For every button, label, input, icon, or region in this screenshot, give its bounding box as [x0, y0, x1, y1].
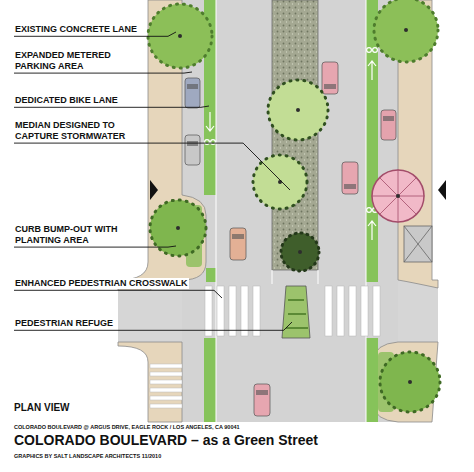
- tree-grate: [404, 226, 432, 262]
- crosswalk-stripe: [349, 286, 356, 336]
- road: [182, 0, 398, 422]
- callout-label: CURB BUMP-OUT WITH PLANTING AREA: [14, 224, 138, 246]
- left-sidewalk: [118, 342, 182, 422]
- trees: [148, 0, 440, 412]
- credit-note: GRAPHICS BY SALT LANDSCAPE ARCHITECTS 11…: [14, 453, 161, 460]
- crosswalk-stripe: [373, 286, 380, 336]
- callout-label: MEDIAN DESIGNED TO CAPTURE STORMWATER: [14, 120, 144, 142]
- cross-crosswalk: [150, 364, 182, 408]
- bike-lane: [366, 0, 378, 282]
- crosswalk-stripe: [253, 286, 260, 336]
- bike-lane: [206, 268, 216, 282]
- bike-markings: [205, 48, 378, 240]
- drawing-title: COLORADO BOULEVARD – as a Green Street: [14, 432, 318, 449]
- bike-lane: [366, 338, 378, 422]
- leader-line: [14, 246, 176, 247]
- section-markers: [150, 180, 446, 200]
- crosswalk-stripe: [241, 286, 248, 336]
- crosswalk-stripe: [361, 286, 368, 336]
- leader-line: [14, 143, 290, 190]
- leader-line: [14, 72, 192, 73]
- crosswalk-stripe: [325, 286, 332, 336]
- location-note: COLORADO BOULEVARD @ ARGUS DRIVE, EAGLE …: [14, 424, 240, 431]
- view-label: PLAN VIEW: [14, 402, 70, 414]
- bike-lane: [204, 338, 216, 422]
- crosswalk-stripe: [217, 286, 224, 336]
- callout-label: EXPANDED METERED PARKING AREA: [14, 50, 144, 72]
- callout-label: ENHANCED PEDESTRIAN CROSSWALK: [14, 278, 189, 289]
- callout-label: DEDICATED BIKE LANE: [14, 95, 119, 106]
- callout-label: PEDESTRIAN REFUGE: [14, 318, 114, 329]
- cars: [185, 20, 396, 416]
- callout-label: EXISTING CONCRETE LANE: [14, 24, 138, 35]
- pedestrian-refuge: [282, 286, 310, 338]
- crosswalk-stripe: [205, 286, 212, 336]
- cross-street: [398, 280, 438, 342]
- leader-lines: [14, 32, 292, 330]
- crosswalk-stripes: [205, 286, 380, 336]
- crosswalk-stripe: [229, 286, 236, 336]
- crosswalk-stripe: [337, 286, 344, 336]
- leader-line: [14, 290, 222, 298]
- leader-line: [14, 106, 209, 107]
